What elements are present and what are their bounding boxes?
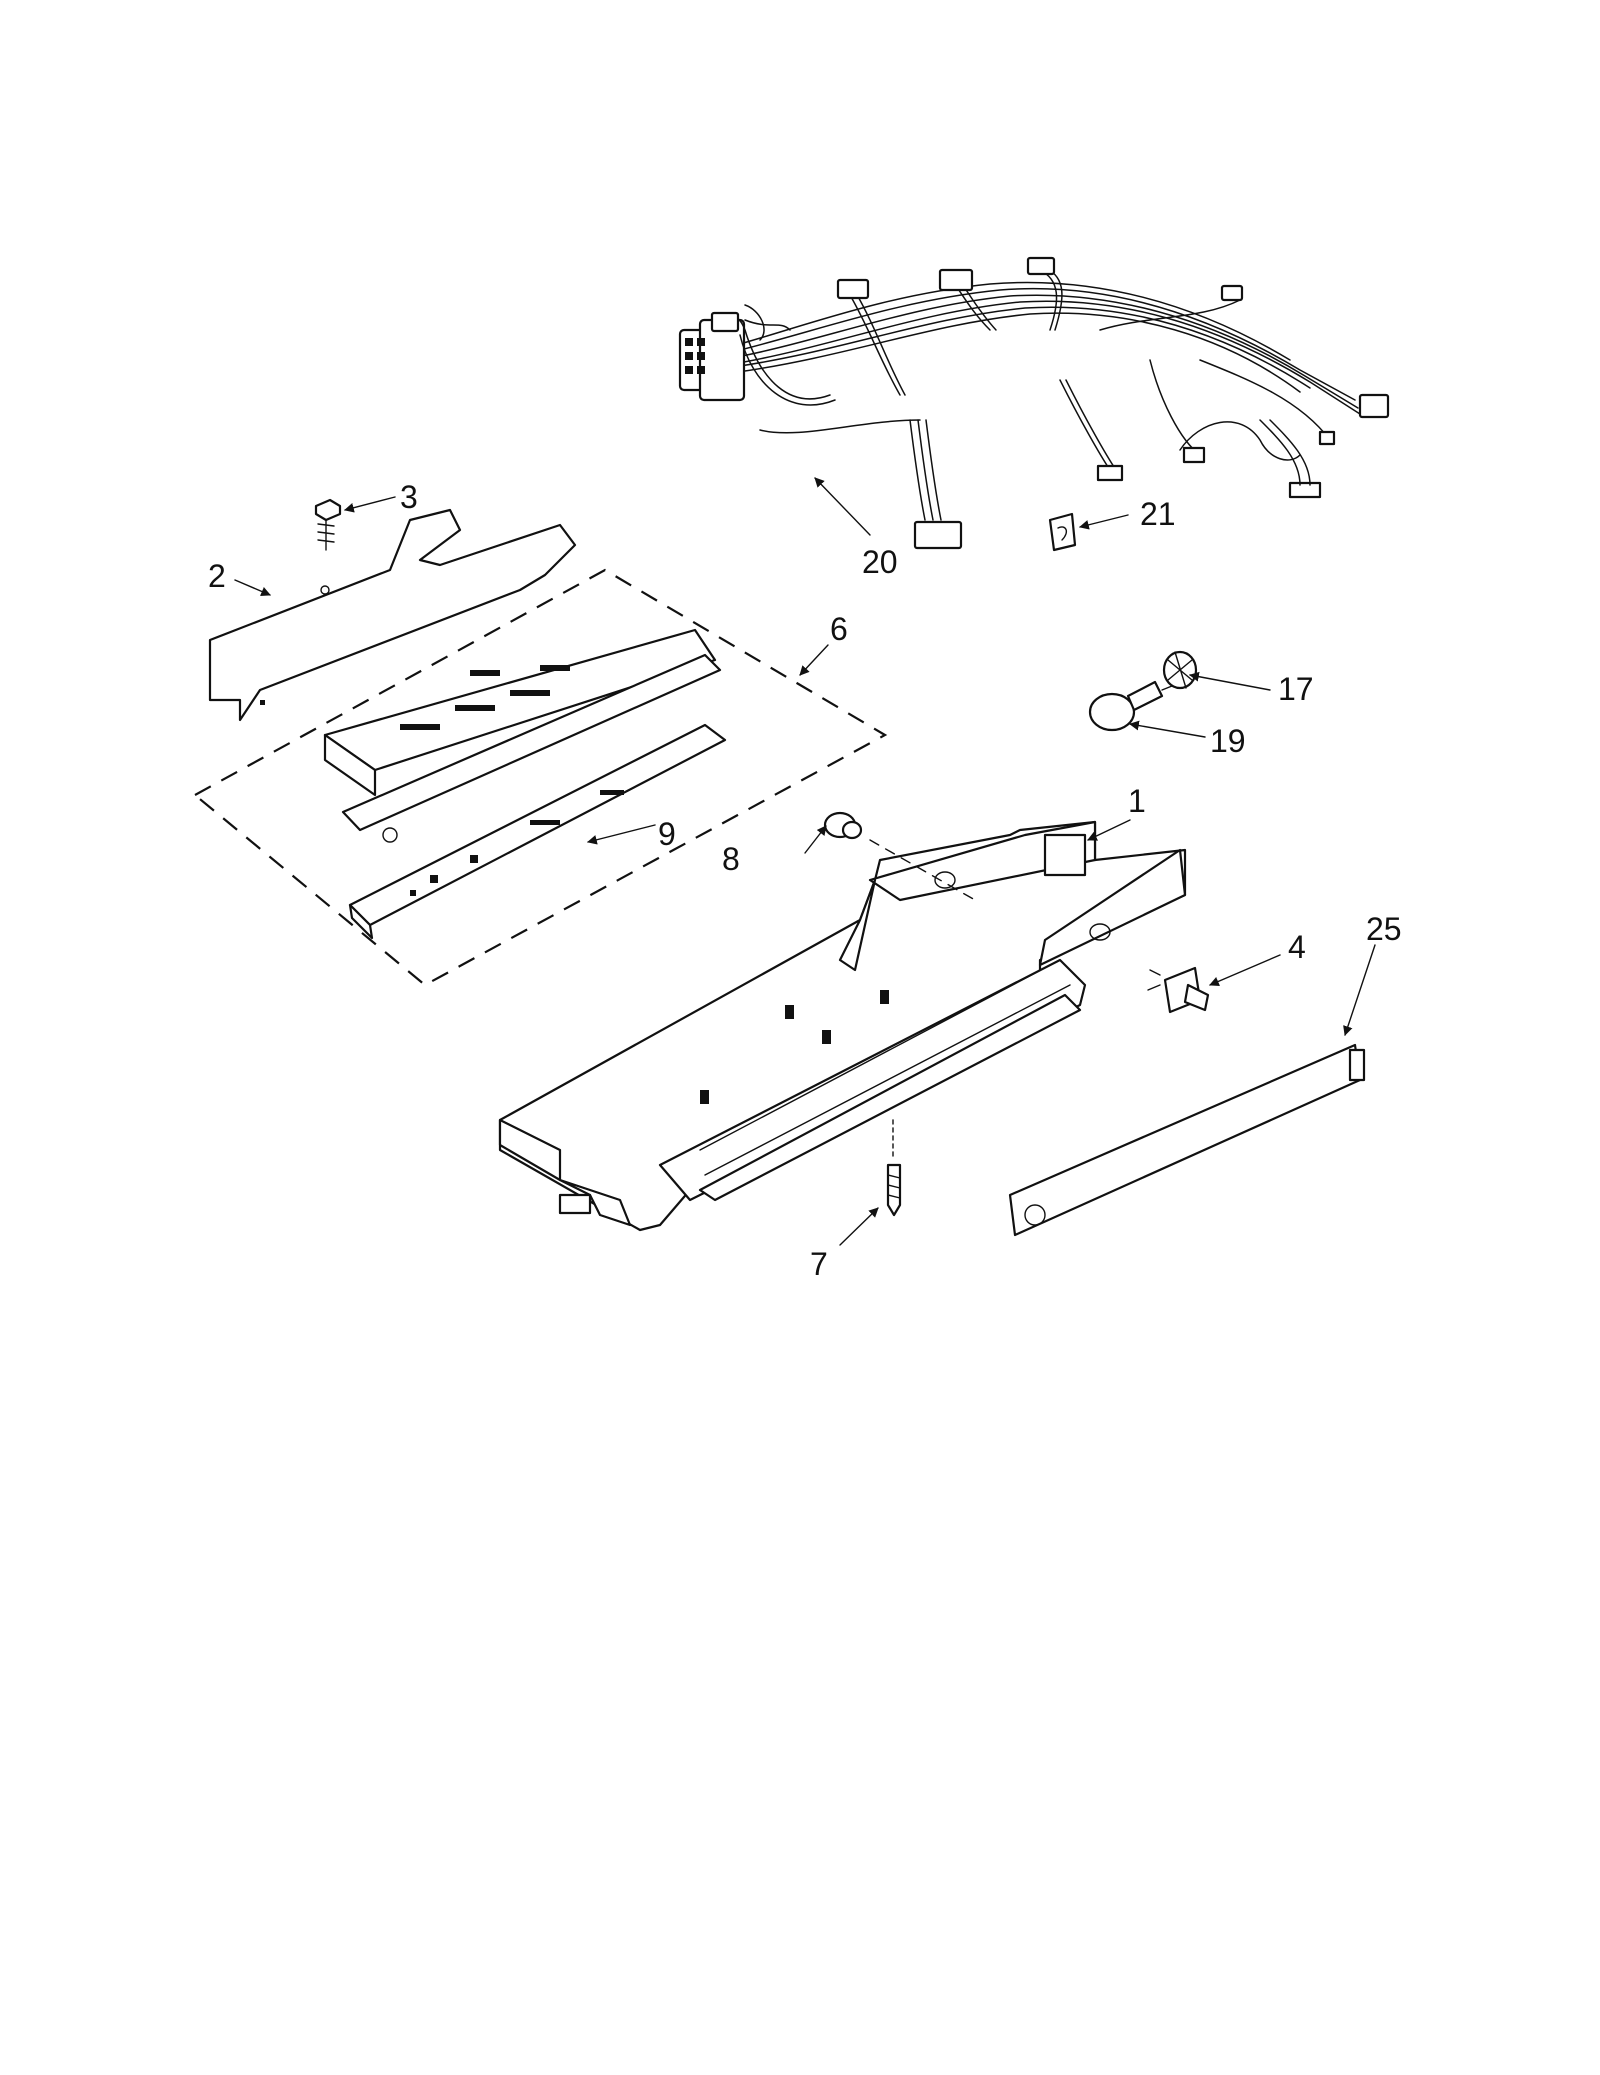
callout-7: 7 [810, 1246, 828, 1282]
callout-2: 2 [208, 558, 226, 594]
clip-part-21 [1048, 512, 1077, 552]
overlay-panel-part-25 [1008, 1043, 1366, 1237]
screw-part-3 [314, 498, 342, 551]
callout-6: 6 [830, 611, 848, 647]
bulb-part-19 [1088, 680, 1173, 732]
grommet-part-8 [823, 811, 976, 901]
callout-4: 4 [1288, 929, 1306, 965]
lamp-socket-part-4 [1147, 966, 1210, 1014]
bracket-part-2 [208, 508, 577, 722]
leader-lines [234, 477, 1376, 1246]
lamp-holder-part-17 [1162, 650, 1198, 690]
callout-21: 21 [1140, 496, 1176, 532]
callout-25: 25 [1366, 911, 1402, 947]
housing-part-1 [498, 820, 1187, 1232]
callout-17: 17 [1278, 671, 1314, 707]
control-board-assembly-part-6 [193, 568, 888, 987]
callout-3: 3 [400, 479, 418, 515]
callout-labels: 3 2 6 20 21 17 19 1 9 8 4 25 7 [208, 479, 1402, 1282]
callout-1: 1 [1128, 783, 1146, 819]
callout-9: 9 [658, 816, 676, 852]
callout-8: 8 [722, 841, 740, 877]
screw-part-7 [886, 1119, 902, 1217]
wire-harness-part-20 [678, 256, 1390, 550]
callout-19: 19 [1210, 723, 1246, 759]
callout-20: 20 [862, 544, 898, 580]
